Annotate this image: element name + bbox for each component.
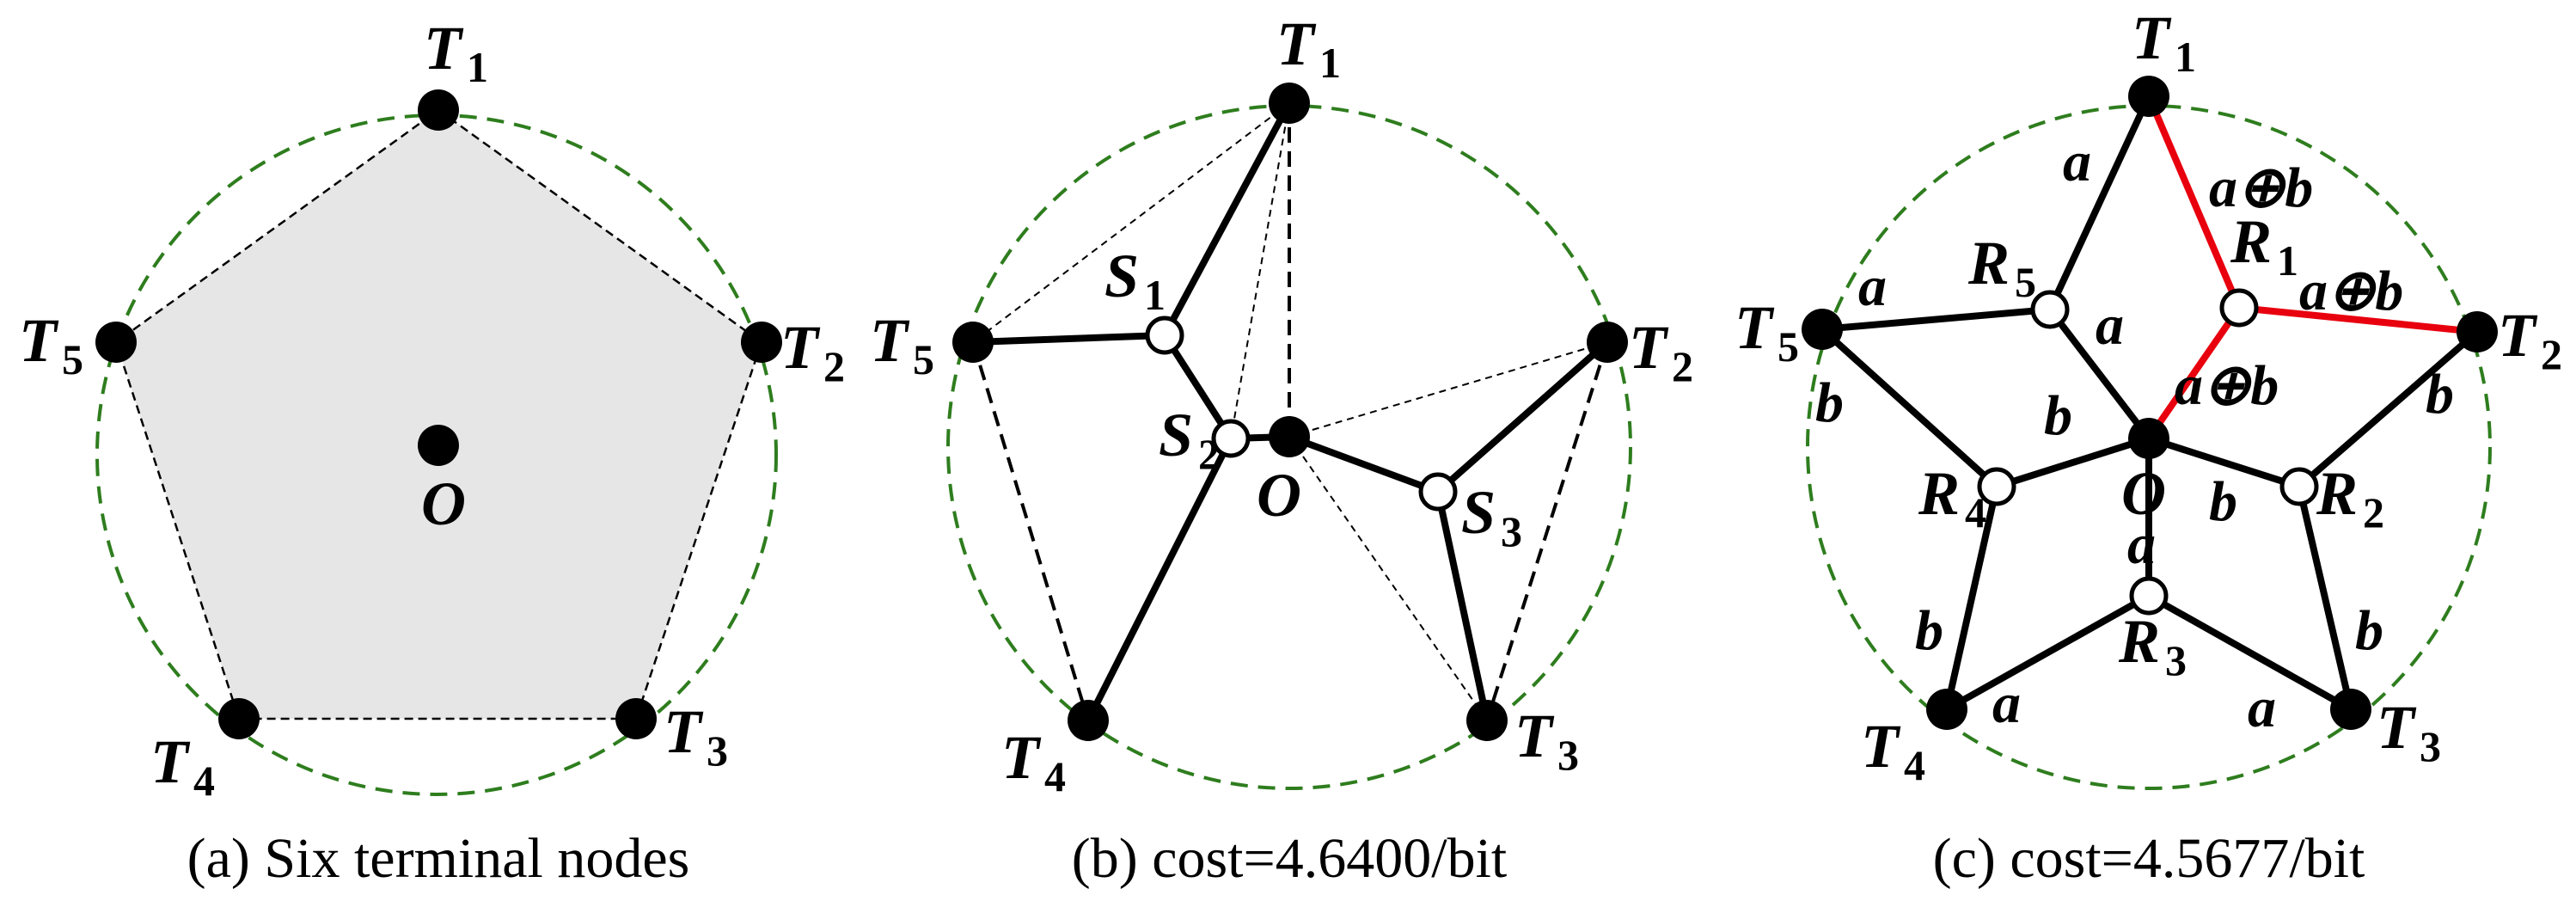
edge-label-T1-R1: a⊕b bbox=[2209, 156, 2313, 219]
label-O: O bbox=[1257, 461, 1301, 530]
node-R1 bbox=[2219, 288, 2259, 328]
node-T3 bbox=[1466, 700, 1508, 741]
node-T2 bbox=[741, 322, 782, 363]
node-S1 bbox=[1145, 316, 1184, 355]
thin-dashed-edges bbox=[972, 102, 1608, 721]
node-T5 bbox=[1802, 309, 1843, 350]
edge-label-R2-T3: b bbox=[2355, 599, 2383, 662]
node-T4 bbox=[1068, 700, 1109, 741]
node-O bbox=[1269, 416, 1310, 457]
node-S3 bbox=[1418, 472, 1458, 512]
caption-a: (a) Six terminal nodes bbox=[187, 827, 690, 890]
node-R2 bbox=[2279, 467, 2319, 506]
edge-label-R3-O: a bbox=[2127, 513, 2156, 576]
node-T2 bbox=[2457, 311, 2498, 352]
edge-label-R2-O: b bbox=[2209, 470, 2237, 533]
node-R4 bbox=[1977, 467, 2016, 506]
edge-label-T2-R2: b bbox=[2426, 363, 2454, 426]
node-T4 bbox=[1926, 689, 1967, 730]
terminal-pentagon bbox=[114, 108, 763, 720]
node-T3 bbox=[615, 698, 657, 739]
label-O: O bbox=[421, 469, 466, 538]
caption-b: (b) cost=4.6400/bit bbox=[1072, 827, 1508, 890]
node-T1 bbox=[418, 89, 459, 131]
node-T5 bbox=[95, 322, 137, 363]
node-S2 bbox=[1211, 419, 1251, 458]
label-O: O bbox=[2121, 459, 2166, 528]
edge-label-R1-T2: a⊕b bbox=[2299, 260, 2403, 322]
edge-label-R4-O: b bbox=[2044, 384, 2072, 447]
caption-c: (c) cost=4.5677/bit bbox=[1933, 827, 2365, 890]
thick-dashed-edges bbox=[971, 103, 1609, 721]
edge-label-T4-R3: a bbox=[1992, 672, 2021, 735]
node-T1 bbox=[1269, 83, 1310, 124]
edge-label-R1-O: a⊕b bbox=[2175, 354, 2279, 417]
node-O bbox=[418, 425, 459, 466]
node-R5 bbox=[2030, 290, 2070, 329]
node-T2 bbox=[1587, 322, 1628, 363]
solid-edges bbox=[970, 100, 1611, 724]
edge-label-R3-T3: a bbox=[2248, 677, 2276, 739]
edge-label-T5-R5: a bbox=[1858, 255, 1887, 318]
node-T1 bbox=[2128, 76, 2169, 117]
node-T4 bbox=[218, 698, 260, 739]
node-O bbox=[2128, 418, 2169, 459]
node-T3 bbox=[2330, 689, 2371, 730]
solid-edges bbox=[1819, 93, 2481, 713]
red-edges bbox=[2145, 93, 2481, 442]
edge-label-T1-R5: a bbox=[2063, 131, 2091, 193]
node-R3 bbox=[2129, 576, 2169, 616]
edge-label-R4-T4: b bbox=[1915, 599, 1943, 662]
edge-label-T5-R4: b bbox=[1815, 371, 1844, 434]
edge-label-R5-O: a bbox=[2096, 294, 2124, 357]
node-T5 bbox=[952, 322, 994, 363]
